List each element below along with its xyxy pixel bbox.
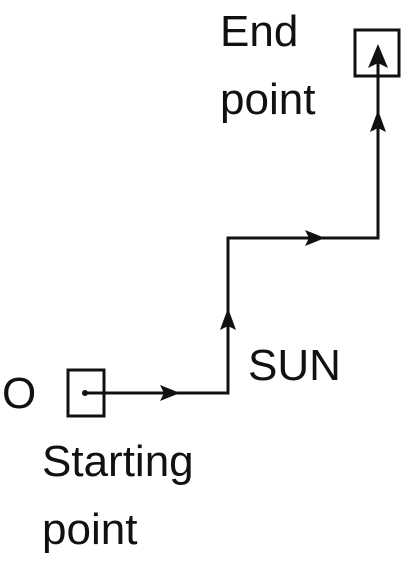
path-line — [85, 60, 380, 395]
end-marker-icon — [353, 28, 401, 78]
end-point-label-line1: End — [220, 7, 299, 56]
origin-label: O — [2, 369, 37, 418]
arrow-up-icon-end — [368, 44, 388, 68]
starting-point-label-line1: Starting — [42, 437, 194, 486]
sun-label: SUN — [248, 341, 341, 390]
arrow-up-icon-2 — [370, 110, 386, 132]
arrow-right-icon-2 — [305, 230, 325, 246]
arrow-right-icon-1 — [160, 385, 180, 401]
end-point-label-line2: point — [220, 75, 316, 124]
arrow-up-icon-1 — [220, 308, 236, 330]
starting-point-label-line2: point — [42, 505, 138, 554]
